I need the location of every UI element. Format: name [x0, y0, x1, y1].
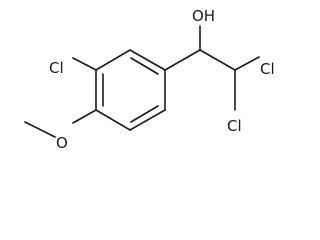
bond-ring-to-cl	[72, 57, 97, 71]
structure-canvas: OH Cl Cl Cl O	[24, 7, 275, 152]
ring-bond-6	[95, 49, 131, 71]
bond-chc-to-cl-top	[234, 56, 260, 71]
ring-double-bond-b	[130, 105, 159, 123]
bond-o-to-methyl	[24, 121, 56, 138]
benzene-ring	[95, 49, 166, 131]
ring-bond-4	[95, 109, 131, 131]
ring-substituents	[24, 57, 97, 138]
bond-ring-to-o	[72, 109, 97, 124]
chemical-structure-diagram: OH Cl Cl Cl O	[24, 7, 275, 152]
bond-ring-to-carbinol	[164, 49, 201, 71]
side-chain	[164, 25, 260, 111]
ring-double-bond-a	[130, 57, 159, 75]
ring-bond-1	[129, 49, 166, 71]
methoxy-oxygen-label: O	[56, 134, 68, 152]
chloro-bottom-label: Cl	[227, 117, 242, 135]
chloro-ring-label: Cl	[49, 59, 64, 77]
hydroxyl-label: OH	[192, 7, 215, 25]
chloro-top-label: Cl	[260, 60, 275, 78]
bond-carbinol-to-chc	[199, 49, 236, 71]
ring-bond-3	[129, 109, 166, 131]
